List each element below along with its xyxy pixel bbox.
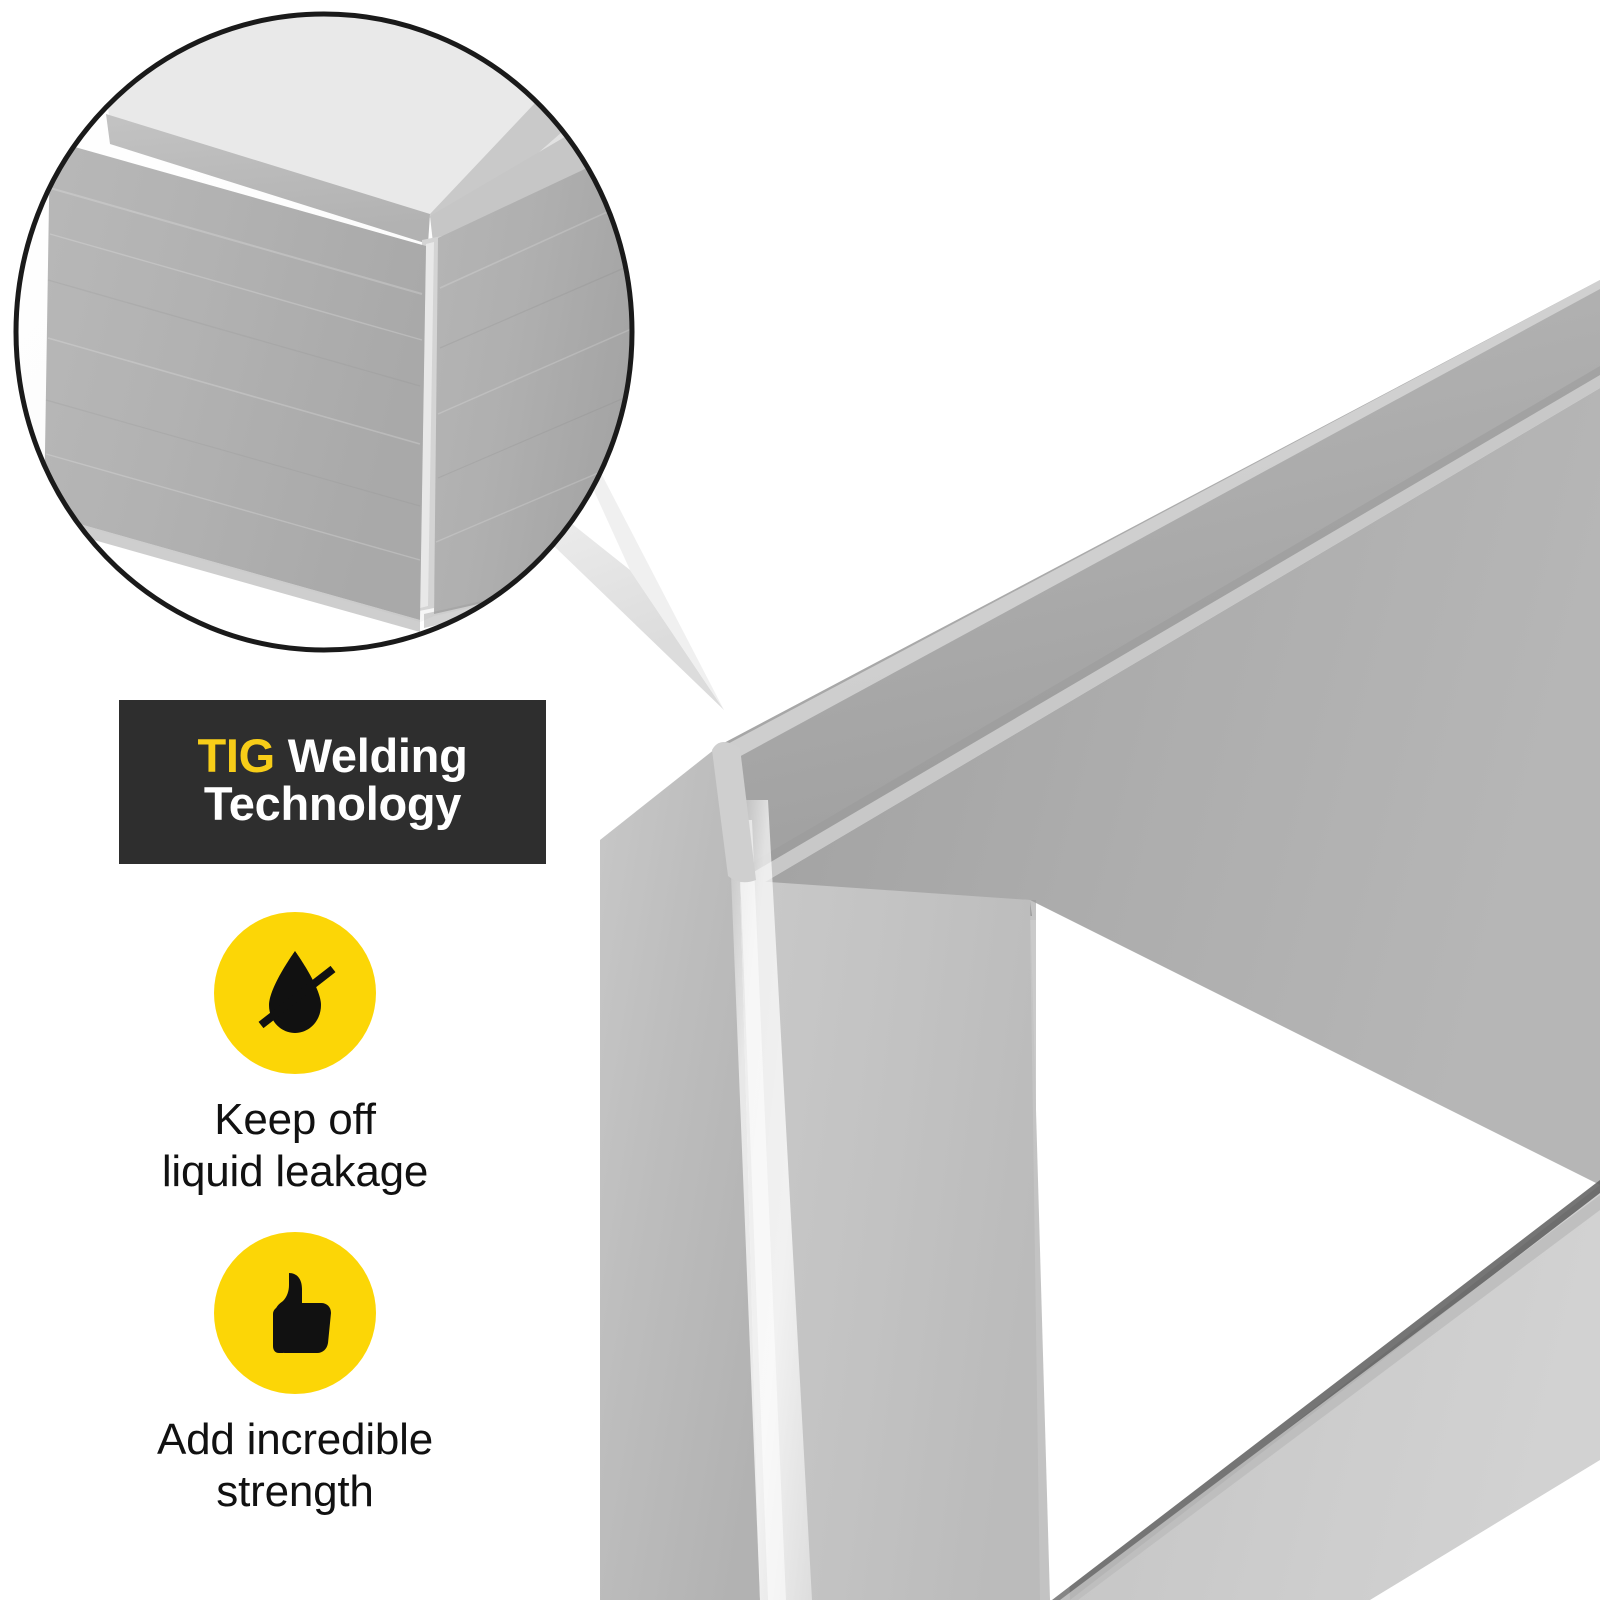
magnifier-border	[13, 11, 635, 653]
banner-line-1-rest: Welding	[274, 728, 468, 782]
banner-accent-word: TIG	[197, 728, 276, 782]
feature-1-label: Keep off liquid leakage	[55, 1094, 535, 1198]
feature-1-label-line-2: liquid leakage	[161, 1146, 429, 1196]
tig-welding-banner: TIG Welding Technology	[119, 700, 546, 864]
feature-2-label-line-1: Add incredible	[156, 1415, 434, 1464]
magnifier-circle	[10, 8, 638, 656]
feature-1-label-line-1: Keep off	[214, 1095, 376, 1144]
thumbs-up-icon	[214, 1232, 376, 1394]
feature-2-label: Add incredible strength	[55, 1414, 535, 1518]
banner-line-1: TIG Welding	[197, 728, 468, 782]
feature-2-label-line-2: strength	[216, 1466, 374, 1516]
product-photo	[600, 280, 1600, 1600]
no-liquid-drop-icon	[214, 912, 376, 1074]
feature-add-incredible-strength: Add incredible strength	[55, 1232, 535, 1518]
banner-line-2: Technology	[203, 777, 462, 830]
feature-keep-off-liquid-leakage: Keep off liquid leakage	[55, 912, 535, 1198]
